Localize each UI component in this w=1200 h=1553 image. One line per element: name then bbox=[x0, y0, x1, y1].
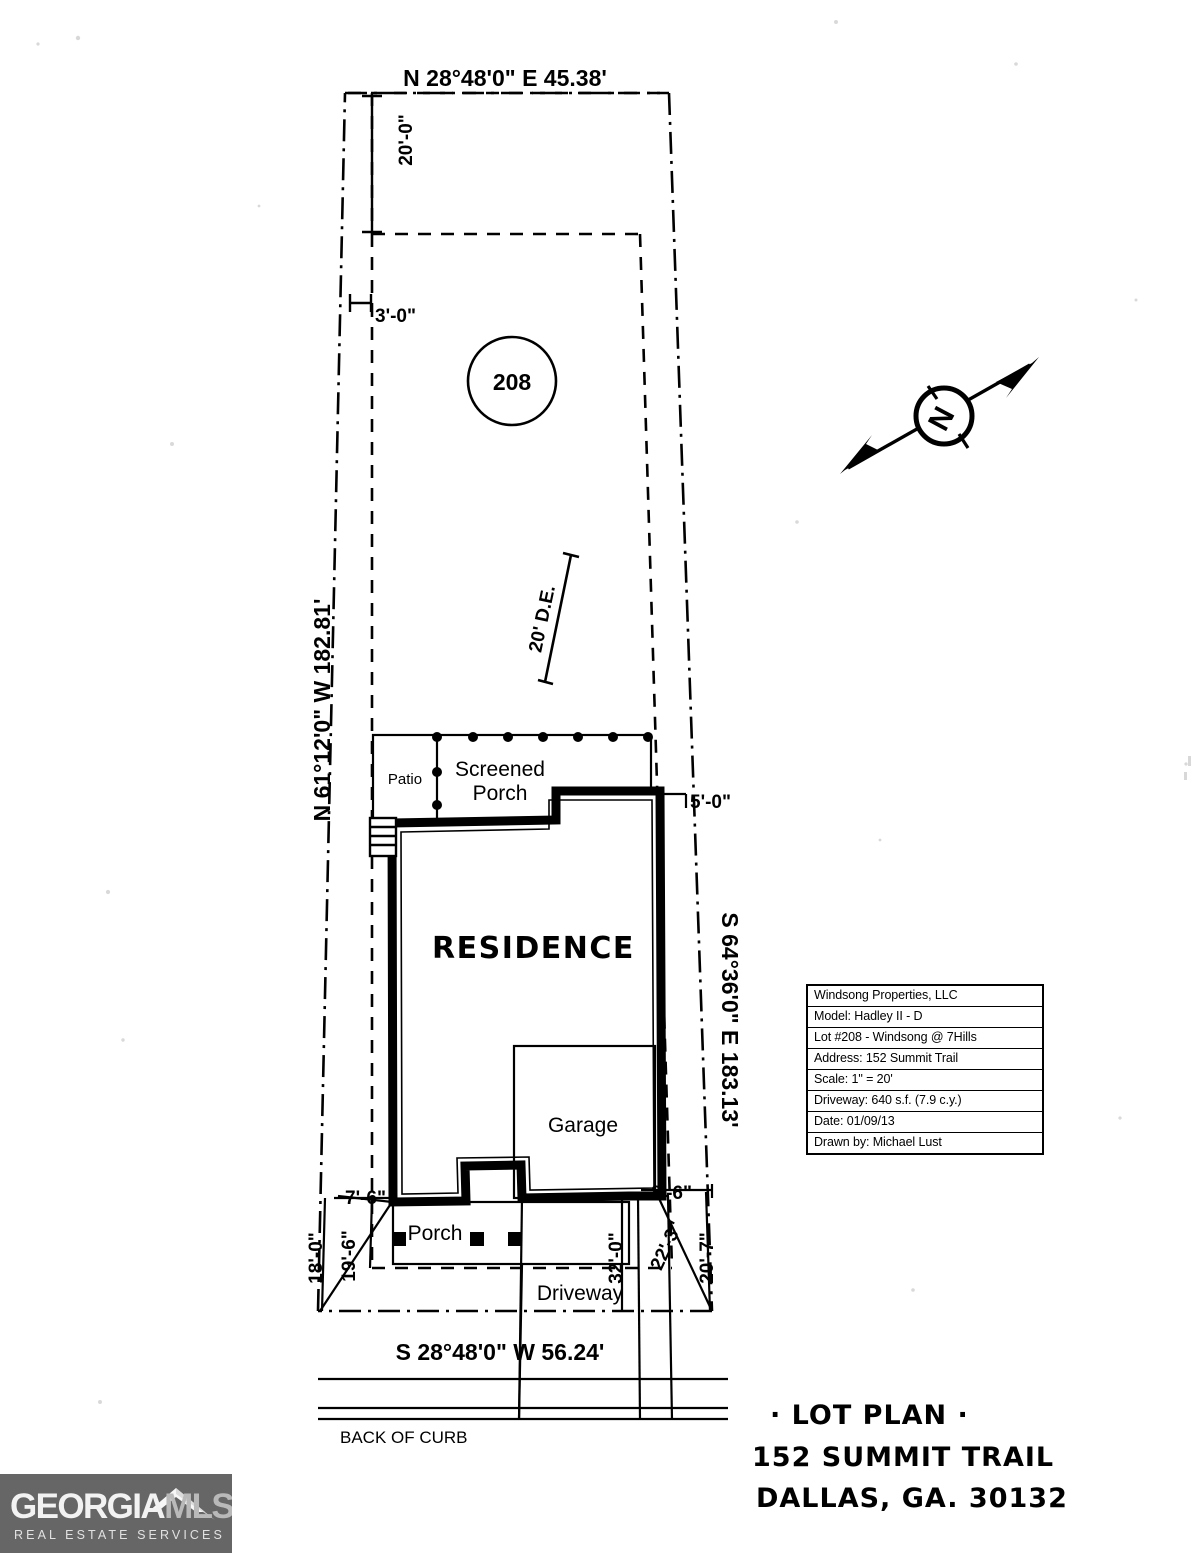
title-block-model: Model: Hadley II - D bbox=[808, 1007, 1042, 1028]
title-block-address: Address: 152 Summit Trail bbox=[808, 1049, 1042, 1070]
title-block-drawn-by: Drawn by: Michael Lust bbox=[814, 1135, 942, 1149]
lot-number-text: 208 bbox=[493, 369, 532, 395]
patio-label: Patio bbox=[388, 771, 422, 788]
setback-5-label: 5'-0" bbox=[690, 792, 731, 813]
dim-18-0-label: 18'-0" bbox=[306, 1232, 327, 1284]
handwritten-note: · LOT PLAN · 152 SUMMIT TRAIL DALLAS, GA… bbox=[752, 1400, 1068, 1514]
mls-brand-mls: MLS bbox=[164, 1487, 232, 1526]
dim-32-0-label: 32'-0" bbox=[606, 1232, 627, 1284]
title-block-scale: Scale: 1" = 20' bbox=[808, 1070, 1042, 1091]
easement-label: 20' D.E. bbox=[525, 583, 560, 654]
setback-20-text: 20'-0" bbox=[396, 114, 417, 166]
front-porch-block: Porch bbox=[391, 1200, 631, 1266]
title-block: Windsong Properties, LLC Model: Hadley I… bbox=[806, 984, 1044, 1155]
mls-brand-georgia: GEORGIA bbox=[10, 1487, 166, 1526]
title-block-driveway: Driveway: 640 s.f. (7.9 c.y.) bbox=[808, 1091, 1042, 1112]
dim-side-setback-3: 3'-0" bbox=[348, 294, 416, 327]
scan-noise bbox=[36, 20, 1191, 1404]
georgia-mls-watermark: GEORGIAMLS REAL ESTATE SERVICES bbox=[0, 1474, 232, 1553]
dim-19-6-label: 19'-6" bbox=[339, 1230, 360, 1282]
residence-label: RESIDENCE bbox=[432, 931, 635, 966]
back-of-curb-label: BACK OF CURB bbox=[340, 1428, 468, 1447]
driveway-block: Driveway bbox=[517, 1194, 674, 1421]
handwritten-address-1: 152 SUMMIT TRAIL bbox=[752, 1442, 1054, 1473]
mls-tagline: REAL ESTATE SERVICES bbox=[14, 1528, 225, 1542]
dim-lines-bottom-right bbox=[620, 1184, 714, 1312]
setback-3-text: 3'-0" bbox=[375, 306, 416, 327]
handwritten-address-2: DALLAS, GA. 30132 bbox=[756, 1483, 1068, 1514]
dim-front-setback-20: 20'-0" bbox=[362, 94, 417, 234]
screened-porch-label-1: Screened bbox=[455, 758, 545, 781]
title-block-company: Windsong Properties, LLC bbox=[808, 986, 1042, 1007]
mls-brand-text: GEORGIAMLS bbox=[10, 1489, 232, 1524]
title-block-date: Date: 01/09/13 bbox=[808, 1112, 1042, 1133]
screened-porch-label-2: Porch bbox=[473, 782, 528, 805]
residence-footprint: RESIDENCE bbox=[368, 786, 667, 1207]
title-block-lot: Lot #208 - Windsong @ 7Hills bbox=[808, 1028, 1042, 1049]
bearing-south-label: S 28°48'0" W 56.24' bbox=[396, 1339, 605, 1365]
handwritten-title: · LOT PLAN · bbox=[770, 1400, 969, 1431]
dim-8-6-label: 8'-6" bbox=[651, 1183, 692, 1204]
porch-label: Porch bbox=[408, 1222, 463, 1245]
street-lines bbox=[318, 1377, 728, 1421]
side-steps bbox=[368, 816, 398, 858]
garage-label: Garage bbox=[548, 1114, 618, 1137]
easement-callout: 20' D.E. bbox=[525, 551, 580, 686]
dim-7-6-label: 7'-6" bbox=[345, 1188, 386, 1209]
lot-number-bubble: 208 bbox=[466, 335, 558, 427]
bearing-east-label: S 64°36'0" E 183.13' bbox=[717, 912, 743, 1127]
north-arrow: N bbox=[840, 357, 1039, 474]
bearing-north-label: N 28°48'0" E 45.38' bbox=[403, 65, 607, 91]
dim-lines-bottom-left bbox=[319, 1194, 393, 1312]
dim-20-7-label: 20'-7" bbox=[697, 1232, 718, 1284]
bearing-west-label: N 61°12'0" W 182.81' bbox=[309, 599, 335, 822]
dim-side-setback-5 bbox=[652, 792, 688, 808]
mls-roof-icon bbox=[148, 1488, 215, 1520]
driveway-label: Driveway bbox=[537, 1282, 624, 1305]
